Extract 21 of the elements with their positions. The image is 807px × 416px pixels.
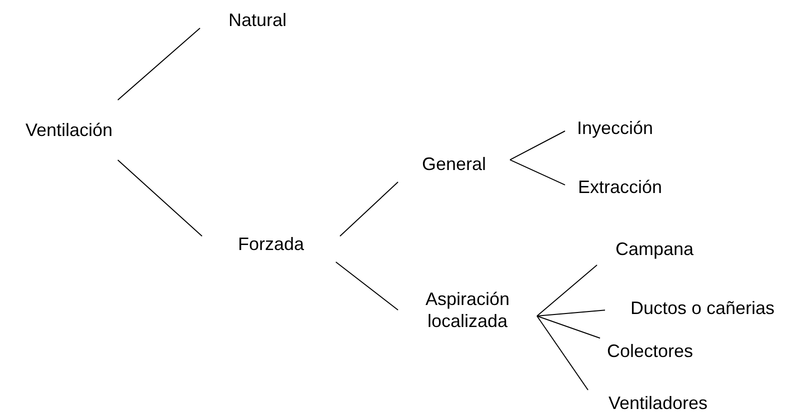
node-label: Aspiración localizada <box>398 285 537 335</box>
connector-line <box>536 316 600 339</box>
node-label: Colectores <box>600 336 700 366</box>
node-label: Campana <box>597 233 712 265</box>
connector-line <box>536 264 598 316</box>
connector-line <box>510 130 566 160</box>
connector-line <box>117 28 200 100</box>
connector-line <box>510 159 566 186</box>
node-label: Inyección <box>565 113 665 143</box>
node-label: Extracción <box>565 172 675 202</box>
node-label: Ductos o cañerias <box>605 293 800 323</box>
node-label: Ventiladores <box>588 390 728 416</box>
node-label: Forzada <box>202 225 340 262</box>
node-label: General <box>398 145 510 182</box>
node-label: Natural <box>200 5 315 35</box>
connector-line <box>340 182 398 237</box>
node-label: Ventilación <box>8 100 130 160</box>
connector-line <box>536 310 606 316</box>
connector-line <box>335 262 398 310</box>
connector-line <box>117 160 202 237</box>
connector-line <box>536 316 588 390</box>
